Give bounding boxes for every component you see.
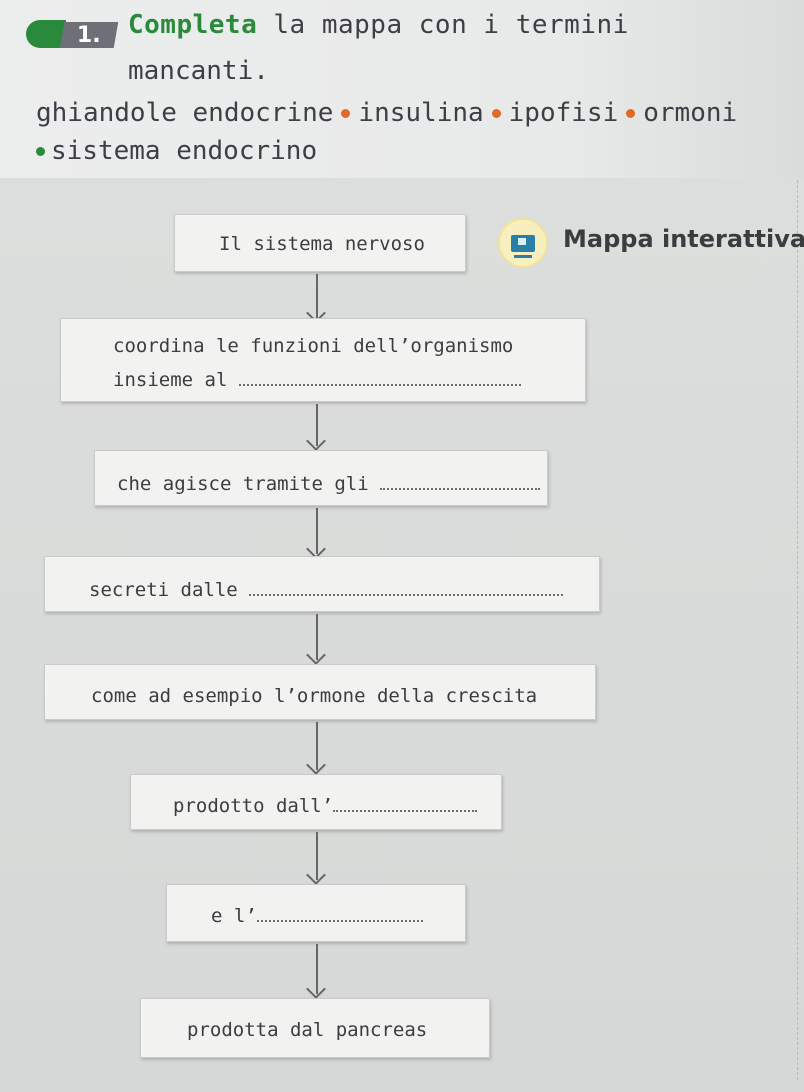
map-box-text: prodotto dall’ (173, 795, 334, 817)
exercise-title: Completa la mappa con i termini (128, 10, 629, 40)
exercise-title-accent: Completa (128, 10, 258, 40)
map-box-text: come ad esempio l’ormone della crescita (91, 685, 538, 707)
page-edge (796, 180, 798, 1080)
bullet-icon (491, 109, 501, 118)
word-bank-item: ghiandole endocrine (36, 98, 334, 128)
map-box-text: secreti dalle (89, 579, 238, 601)
map-box-text: e l’ (211, 905, 257, 927)
monitor-icon (511, 234, 535, 258)
map-box-text: coordina le funzioni dell’organismo (113, 335, 514, 357)
map-box-secreti: secreti dalle (44, 556, 600, 612)
map-box-agisce: che agisce tramite gli (94, 450, 548, 506)
map-panel (0, 178, 804, 1092)
map-box-text-with-blank: e l’ (211, 905, 423, 927)
blank-field[interactable] (380, 474, 541, 490)
map-box-sistema-nervoso: Il sistema nervoso (174, 214, 466, 272)
map-box-esempio: come ad esempio l’ormone della crescita (44, 664, 596, 720)
map-box-pancreas: prodotta dal pancreas (140, 998, 490, 1058)
map-box-e-l: e l’ (166, 884, 466, 942)
arrow-down-icon (316, 832, 318, 880)
interactive-map-button[interactable] (498, 218, 548, 268)
map-box-text-with-blank: prodotto dall’ (173, 795, 478, 817)
map-box-text-with-blank: insieme al (113, 369, 521, 391)
arrow-down-icon (316, 274, 318, 318)
arrow-down-icon (316, 404, 318, 446)
exercise-number: 1. (77, 22, 101, 48)
arrow-down-icon (316, 614, 318, 660)
map-box-text: che agisce tramite gli (117, 473, 369, 495)
map-box-coordina: coordina le funzioni dell’organismo insi… (60, 318, 586, 402)
map-box-text-with-blank: secreti dalle (89, 579, 564, 601)
arrow-down-icon (316, 722, 318, 770)
blank-field[interactable] (333, 796, 478, 812)
level-dot-badge (26, 20, 66, 48)
exercise-number-badge: 1. (59, 22, 119, 48)
blank-field[interactable] (238, 370, 521, 386)
map-box-text: Il sistema nervoso (219, 233, 425, 255)
map-box-text-with-blank: che agisce tramite gli (117, 473, 541, 495)
exercise-title-rest: la mappa con i termini (257, 10, 629, 40)
blank-field[interactable] (249, 580, 564, 596)
map-box-text: prodotta dal pancreas (187, 1019, 428, 1041)
word-bank-item: insulina (358, 98, 484, 128)
blank-field[interactable] (256, 906, 423, 922)
word-bank-item: sistema endocrino (51, 136, 318, 166)
word-bank-item: ormoni (643, 98, 738, 128)
arrow-down-icon (316, 508, 318, 554)
interactive-map-label[interactable]: Mappa interattiva (563, 225, 804, 253)
word-bank-item: ipofisi (508, 98, 619, 128)
map-box-prodotto: prodotto dall’ (130, 774, 502, 830)
bullet-icon (341, 109, 351, 118)
map-box-text: insieme al (113, 369, 228, 391)
word-bank-line2: sistema endocrino (36, 136, 317, 166)
bullet-icon (36, 147, 45, 156)
exercise-title-line2: mancanti. (128, 56, 269, 86)
arrow-down-icon (316, 944, 318, 994)
word-bank: ghiandole endocrine insulina ipofisi ormoni (36, 98, 737, 128)
bullet-icon (626, 109, 636, 118)
